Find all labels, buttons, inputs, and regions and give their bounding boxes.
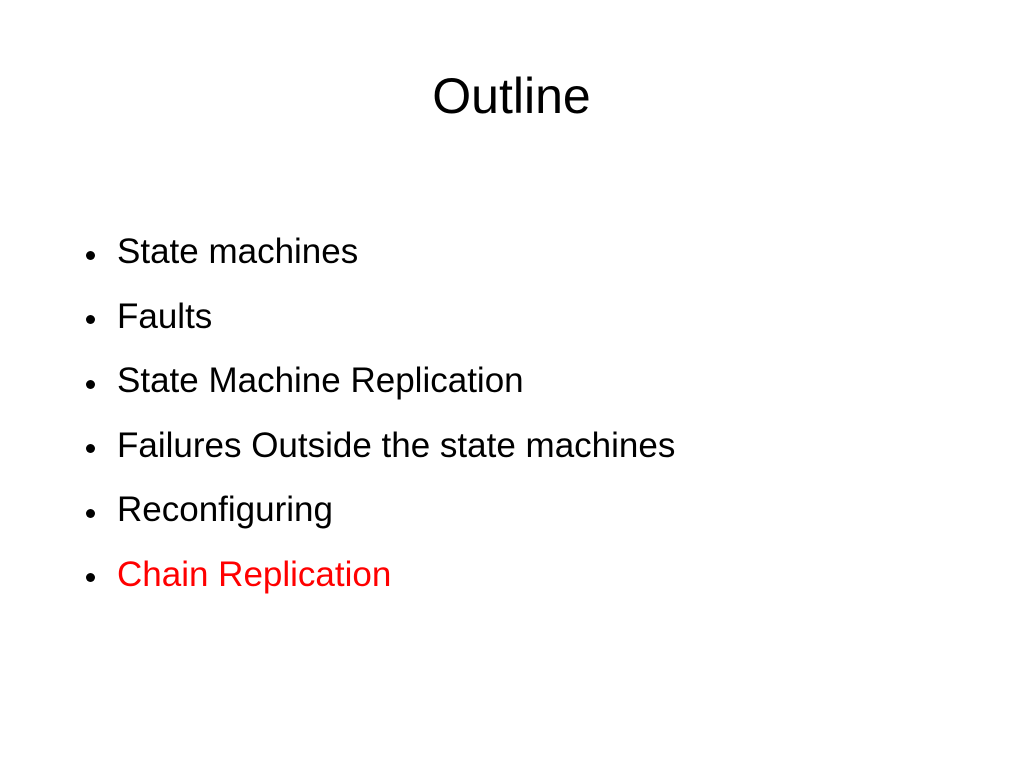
bullet-item-failures-outside: Failures Outside the state machines: [86, 414, 675, 479]
bullet-label: State Machine Replication: [117, 361, 524, 401]
bullet-item-state-machines: State machines: [86, 220, 675, 285]
bullet-icon: [86, 444, 95, 454]
bullet-item-reconfiguring: Reconfiguring: [86, 478, 675, 543]
bullet-item-state-machine-replication: State Machine Replication: [86, 349, 675, 414]
bullet-icon: [86, 315, 95, 325]
bullet-icon: [86, 508, 95, 518]
slide-title: Outline: [432, 68, 591, 124]
bullet-label: State machines: [117, 232, 359, 272]
bullet-label-highlighted: Chain Replication: [117, 554, 392, 594]
bullet-list: State machines Faults State Machine Repl…: [86, 220, 675, 607]
bullet-icon: [86, 250, 95, 260]
bullet-icon: [86, 573, 95, 583]
bullet-label: Reconfiguring: [117, 490, 333, 530]
bullet-item-chain-replication: Chain Replication: [86, 543, 675, 608]
bullet-label: Failures Outside the state machines: [117, 425, 676, 465]
bullet-label: Faults: [117, 296, 213, 336]
bullet-item-faults: Faults: [86, 285, 675, 350]
bullet-icon: [86, 379, 95, 389]
